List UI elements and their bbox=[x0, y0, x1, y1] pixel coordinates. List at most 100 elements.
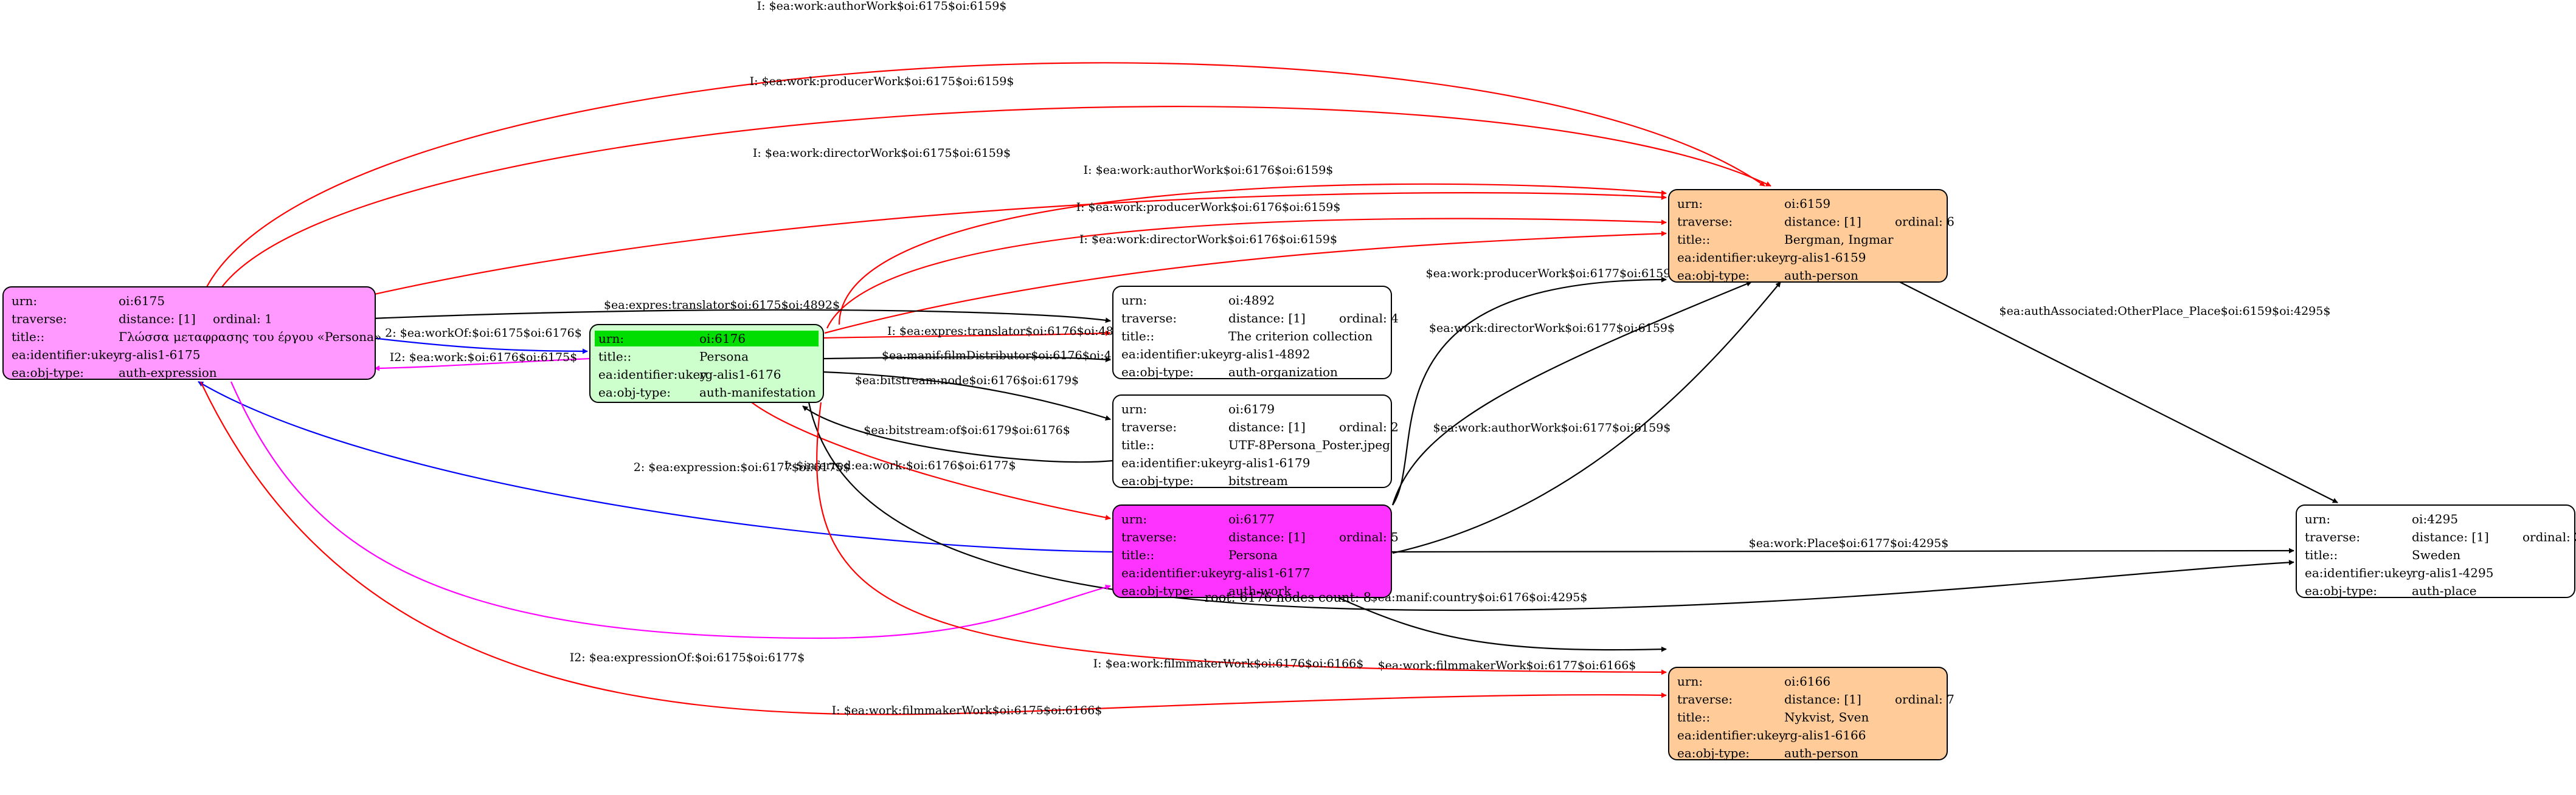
edge-label: 2: $ea:workOf:$oi:6175$oi:6176$ bbox=[385, 326, 582, 340]
node-field-key: ea:obj-type: bbox=[1121, 583, 1194, 598]
node-field-value: ordinal: 7 bbox=[1895, 692, 1955, 707]
node-field-value: rg-alis1-6159 bbox=[1784, 250, 1866, 265]
node-field-key: title:: bbox=[598, 349, 631, 364]
edge-line bbox=[372, 337, 588, 354]
node-n4295[interactable]: urn: oi:4295 traverse: distance: [1] ordinal… bbox=[2296, 504, 2576, 598]
node-field-key: traverse: bbox=[2305, 530, 2360, 545]
edge-line bbox=[372, 192, 1667, 296]
node-field-value: auth-place bbox=[2412, 583, 2477, 598]
edge-label: I: $ea:work:producerWork$oi:6175$oi:6159… bbox=[750, 75, 1014, 88]
node-field-key: ea:identifier:ukey bbox=[1121, 347, 1230, 362]
node-field-value: distance: [1] bbox=[1228, 530, 1306, 545]
edge-line bbox=[838, 183, 1667, 325]
node-field-key: urn: bbox=[598, 331, 624, 346]
node-box bbox=[1112, 394, 1392, 488]
edge-line bbox=[374, 357, 590, 371]
node-box bbox=[1112, 504, 1392, 598]
node-field-value: Persona bbox=[1228, 548, 1278, 562]
edge-label: $ea:authAssociated:OtherPlace_Place$oi:6… bbox=[2000, 305, 2331, 318]
edge-label: $ea:work:authorWork$oi:6177$oi:6159$ bbox=[1433, 421, 1671, 435]
edge-line bbox=[1391, 548, 2294, 554]
node-field-value: rg-alis1-6176 bbox=[699, 367, 781, 382]
edge-line bbox=[823, 371, 1111, 421]
edge-label: $ea:manif:filmDistributor$oi:6176$oi:489… bbox=[882, 349, 1141, 362]
node-box bbox=[2296, 504, 2575, 598]
node-field-key: title:: bbox=[1677, 232, 1710, 247]
edge-label: $ea:work:Place$oi:6177$oi:4295$ bbox=[1749, 537, 1949, 550]
node-field-key: ea:obj-type: bbox=[1677, 746, 1750, 760]
node-field-value: The criterion collection bbox=[1228, 329, 1373, 343]
node-box bbox=[1668, 189, 1948, 283]
node-field-value: distance: [1] bbox=[1784, 692, 1861, 707]
node-field-key: ea:obj-type: bbox=[1677, 268, 1750, 283]
edge-line bbox=[230, 381, 1111, 639]
graph-caption: root: 6176 nodes count: 8 bbox=[1205, 590, 1371, 605]
edge-line bbox=[1391, 281, 1752, 506]
node-field-key: traverse: bbox=[1121, 420, 1177, 435]
edge-line bbox=[372, 309, 1111, 323]
edge-label: I: $ea:work:filmmakerWork$oi:6176$oi:616… bbox=[1093, 657, 1364, 670]
node-field-value: rg-alis1-6166 bbox=[1784, 728, 1866, 743]
node-field-value: auth-person bbox=[1784, 746, 1858, 760]
edge-line bbox=[816, 402, 1667, 675]
edge-line bbox=[1899, 281, 2338, 503]
node-field-value: oi:4295 bbox=[2412, 512, 2458, 526]
edge-label: I2: $ea:work:$oi:6176$oi:6175$ bbox=[390, 351, 578, 364]
edge-line bbox=[198, 381, 1113, 553]
edge-line bbox=[823, 330, 1111, 339]
node-field-value: oi:6175 bbox=[119, 294, 165, 308]
node-field-value: ordinal: 5 bbox=[1339, 530, 1399, 545]
node-field-value: rg-alis1-6177 bbox=[1228, 566, 1310, 580]
node-field-key: urn: bbox=[1121, 512, 1147, 526]
node-field-value: ordinal: 6 bbox=[1895, 215, 1955, 229]
node-field-key: urn: bbox=[1121, 293, 1147, 308]
node-field-value: Persona bbox=[699, 349, 749, 364]
node-field-value: distance: [1] bbox=[1228, 420, 1306, 435]
node-field-value: ordinal: 2 bbox=[1339, 420, 1399, 435]
node-field-value: Bergman, Ingmar bbox=[1784, 232, 1894, 247]
edge-label: I: $ea:work:filmmakerWork$oi:6175$oi:616… bbox=[832, 704, 1103, 717]
edge-label: I: $ea:work:authorWork$oi:6175$oi:6159$ bbox=[757, 0, 1007, 13]
edge-line bbox=[200, 381, 1667, 715]
edge-label: $ea:work:producerWork$oi:6177$oi:6159$ bbox=[1426, 267, 1678, 280]
edge-line bbox=[802, 405, 1113, 463]
edge-label: I: $ea:expres:translator$oi:6176$oi:4892… bbox=[887, 325, 1135, 338]
edge-line bbox=[826, 218, 1667, 329]
node-field-value: auth-person bbox=[1784, 268, 1858, 283]
node-field-key: urn: bbox=[2305, 512, 2330, 526]
edge-label: $ea:manif:country$oi:6176$oi:4295$ bbox=[1371, 591, 1588, 604]
node-box bbox=[1112, 286, 1392, 379]
node-field-value: Nykvist, Sven bbox=[1784, 710, 1869, 724]
node-field-key: ea:identifier:ukey bbox=[598, 367, 707, 382]
node-field-key: ea:obj-type: bbox=[1121, 365, 1194, 379]
node-field-value: ordinal: 3 bbox=[2522, 530, 2576, 545]
node-field-key: ea:identifier:ukey bbox=[1121, 566, 1230, 580]
edge-label: $ea:expres:translator$oi:6175$oi:4892$ bbox=[604, 298, 840, 312]
edge-label: 2: $ea:expression:$oi:6177$oi:6175$ bbox=[634, 461, 851, 474]
node-field-key: ea:identifier:ukey bbox=[1677, 728, 1786, 743]
edge-line bbox=[823, 356, 1111, 362]
edge-line bbox=[206, 62, 1765, 287]
node-field-value: oi:6176 bbox=[699, 331, 746, 346]
node-field-key: ea:obj-type: bbox=[12, 365, 84, 380]
nodes-layer: urn: oi:6175 traverse: distance: [1] ordinal… bbox=[2, 189, 2576, 760]
node-field-key: urn: bbox=[12, 294, 37, 308]
node-field-key: ea:obj-type: bbox=[2305, 583, 2377, 598]
node-field-value: auth-expression bbox=[119, 365, 217, 380]
edge-label: I: $ea:work:directorWork$oi:6176$oi:6159… bbox=[1079, 233, 1337, 246]
node-n6176[interactable]: urn: oi:6176title::Personaea:identifier:u… bbox=[589, 324, 824, 403]
node-field-value: distance: [1] bbox=[2412, 530, 2489, 545]
node-field-key: ea:obj-type: bbox=[598, 385, 671, 400]
node-field-key: title:: bbox=[1121, 548, 1154, 562]
node-field-value: oi:6159 bbox=[1784, 196, 1830, 211]
edge-line bbox=[808, 402, 2294, 611]
node-field-key: title:: bbox=[1121, 438, 1154, 452]
edge-line bbox=[1337, 596, 1667, 652]
node-field-value: auth-manifestation bbox=[699, 385, 816, 400]
